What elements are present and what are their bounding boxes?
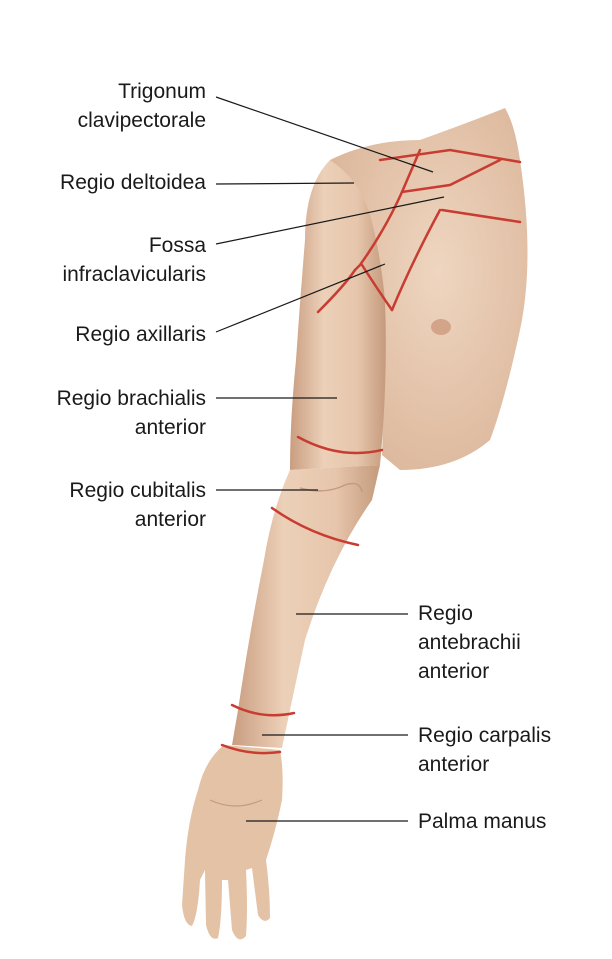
boundary-wrist-upper xyxy=(230,703,296,717)
label-regio-deltoidea: Regio deltoidea xyxy=(60,171,206,194)
boundary-elbow-lower xyxy=(270,506,360,547)
region-boundaries xyxy=(220,148,522,755)
label-palma-manus: Palma manus xyxy=(418,810,547,833)
upper-arm-shape xyxy=(290,160,386,470)
leader-axillaris xyxy=(215,263,386,333)
label-trigonum-clavipectorale: Trigonum clavipectorale xyxy=(77,80,206,132)
boundary-chest-lower xyxy=(440,208,522,224)
label-regio-axillaris: Regio axillaris xyxy=(75,323,206,346)
nipple-shape xyxy=(431,319,451,335)
boundary-elbow-upper xyxy=(296,435,384,455)
leader-lines xyxy=(215,96,445,822)
torso-shape xyxy=(330,108,528,470)
boundary-infraclavicular xyxy=(353,190,404,272)
forearm-shape xyxy=(232,465,380,748)
label-regio-brachialis-anterior: Regio brachialis anterior xyxy=(56,387,206,439)
leader-deltoidea xyxy=(215,182,355,185)
hand-shape xyxy=(182,745,283,940)
boundary-trigonum xyxy=(399,148,502,194)
palm-crease xyxy=(209,799,263,807)
leader-fossa xyxy=(215,196,445,245)
boundary-clavicle xyxy=(378,148,522,164)
label-fossa-infraclavicularis: Fossa infraclavicularis xyxy=(62,234,206,286)
label-regio-cubitalis-anterior: Regio cubitalis anterior xyxy=(69,479,206,531)
leader-trigonum xyxy=(215,96,434,173)
boundary-axilla-pit xyxy=(360,263,394,312)
boundary-axilla-line xyxy=(390,208,442,312)
boundary-axilla-fold xyxy=(316,268,357,314)
label-regio-carpalis-anterior: Regio carpalis anterior xyxy=(418,724,552,776)
boundary-wrist-lower xyxy=(220,743,282,755)
label-regio-antebrachii-anterior: Regio antebrachii anterior xyxy=(418,602,521,683)
